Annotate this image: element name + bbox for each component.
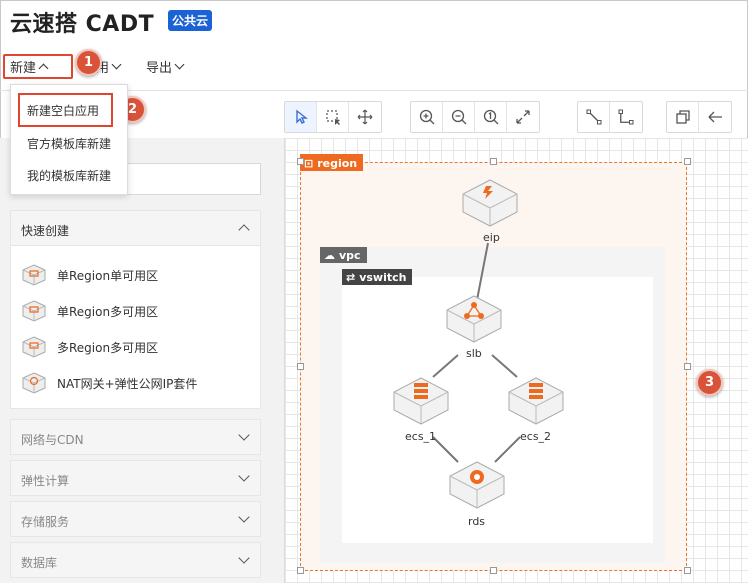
step-badge-3: 3	[696, 369, 723, 396]
menu-item-from-official-template[interactable]: 官方模板库新建	[27, 137, 112, 151]
pointer-tool-button[interactable]	[285, 102, 317, 132]
duplicate-button[interactable]	[667, 102, 699, 132]
cloud-icon: ☁	[324, 248, 335, 262]
section-storage[interactable]: 存储服务	[10, 501, 261, 537]
cloud-type-badge: 公共云	[168, 10, 213, 31]
back-arrow-icon	[708, 111, 722, 123]
resize-handle[interactable]	[490, 567, 497, 574]
straight-connector-button[interactable]	[578, 102, 610, 132]
template-label: 单Region单可用区	[57, 268, 159, 283]
template-single-region-single-az[interactable]: 单Region单可用区	[21, 262, 158, 288]
template-cube-icon	[22, 336, 46, 358]
template-label: 多Region多可用区	[57, 340, 159, 355]
section-network-cdn[interactable]: 网络与CDN	[10, 419, 261, 455]
component-panel: 快速创建 单Region单可用区 单Region多可用区 多Region多可用区…	[0, 138, 284, 583]
template-single-region-multi-az[interactable]: 单Region多可用区	[21, 298, 158, 324]
back-button[interactable]	[699, 102, 731, 132]
eip-label: eip	[483, 231, 500, 244]
menu-item-from-my-template[interactable]: 我的模板库新建	[27, 169, 112, 183]
chevron-down-icon	[111, 59, 122, 70]
section-title: 网络与CDN	[21, 433, 84, 447]
move-tool-button[interactable]	[349, 102, 381, 132]
move-icon	[357, 109, 373, 125]
highlight-new-blank	[18, 93, 113, 127]
menu-new[interactable]: 新建	[10, 57, 49, 76]
menu-export-label: 导出	[146, 61, 173, 76]
toolbar-group-select	[284, 101, 382, 133]
menu-bar: 新建 用 导出	[0, 52, 748, 82]
zoom-in-icon	[419, 109, 434, 125]
resize-handle[interactable]	[490, 158, 497, 165]
template-nat-eip-kit[interactable]: NAT网关+弹性公网IP套件	[21, 370, 197, 396]
connector-elbow-icon	[618, 109, 634, 125]
section-quick-create[interactable]: 快速创建	[10, 210, 261, 246]
highlight-new-menu	[3, 54, 73, 79]
menu-new-label: 新建	[10, 61, 37, 76]
section-database[interactable]: 数据库	[10, 542, 261, 578]
zoom-out-button[interactable]	[443, 102, 475, 132]
section-title: 存储服务	[21, 515, 70, 529]
toolbar-group-zoom	[410, 101, 540, 133]
resize-handle[interactable]	[297, 363, 304, 370]
section-elastic-compute[interactable]: 弹性计算	[10, 460, 261, 496]
section-title: 数据库	[21, 556, 58, 570]
zoom-actual-icon	[483, 109, 498, 125]
ecs-2-label: ecs_2	[520, 430, 552, 443]
region-label: ⊡ region	[300, 154, 364, 171]
chevron-down-icon	[238, 511, 250, 523]
menu-export[interactable]: 导出	[146, 57, 185, 76]
rds-label: rds	[468, 515, 486, 528]
zoom-actual-button[interactable]	[475, 102, 507, 132]
vpc-label: ☁ vpc	[320, 247, 367, 263]
template-label: 单Region多可用区	[57, 304, 159, 319]
template-multi-region-multi-az[interactable]: 多Region多可用区	[21, 334, 158, 360]
vswitch-label-text: vswitch	[359, 270, 407, 284]
header-divider	[0, 90, 748, 91]
panel-divider	[284, 138, 285, 583]
fit-screen-button[interactable]	[507, 102, 539, 132]
resize-handle[interactable]	[297, 567, 304, 574]
switch-icon: ⇄	[346, 270, 356, 284]
marquee-tool-button[interactable]	[317, 102, 349, 132]
step-badge-1: 1	[75, 49, 102, 76]
region-label-text: region	[317, 156, 358, 170]
fit-screen-icon	[516, 110, 530, 124]
menu-item-new-blank[interactable]: 新建空白应用	[27, 104, 100, 118]
toolbar-group-connector	[577, 101, 643, 133]
marquee-select-icon	[325, 110, 340, 125]
elbow-connector-button[interactable]	[610, 102, 642, 132]
vswitch-label: ⇄ vswitch	[342, 269, 413, 285]
template-cube-icon	[22, 372, 46, 394]
section-title: 弹性计算	[21, 474, 70, 488]
vpc-label-text: vpc	[339, 248, 361, 262]
chevron-up-icon	[238, 224, 250, 236]
duplicate-icon	[675, 110, 690, 124]
new-dropdown-menu: 新建空白应用 官方模板库新建 我的模板库新建	[10, 84, 128, 195]
resize-handle[interactable]	[684, 363, 691, 370]
template-cube-icon	[22, 300, 46, 322]
section-quick-create-title: 快速创建	[21, 224, 70, 238]
app-title: 云速搭 CADT	[10, 12, 155, 37]
chevron-down-icon	[174, 59, 185, 70]
chevron-down-icon	[238, 429, 250, 441]
template-label: NAT网关+弹性公网IP套件	[57, 376, 198, 391]
resize-handle[interactable]	[297, 158, 304, 165]
zoom-out-icon	[451, 109, 466, 125]
connector-straight-icon	[586, 109, 601, 125]
ecs-1-label: ecs_1	[405, 430, 437, 443]
zoom-in-button[interactable]	[411, 102, 443, 132]
template-cube-icon	[22, 264, 46, 286]
vswitch-container[interactable]	[342, 277, 653, 543]
chevron-down-icon	[238, 470, 250, 482]
chevron-down-icon	[238, 552, 250, 564]
resize-handle[interactable]	[684, 567, 691, 574]
pointer-icon	[295, 109, 308, 124]
quick-create-list: 单Region单可用区 单Region多可用区 多Region多可用区 NAT网…	[10, 246, 261, 409]
toolbar-group-edit	[666, 101, 732, 133]
region-icon: ⊡	[304, 156, 314, 170]
resize-handle[interactable]	[684, 158, 691, 165]
slb-label: slb	[466, 347, 482, 360]
